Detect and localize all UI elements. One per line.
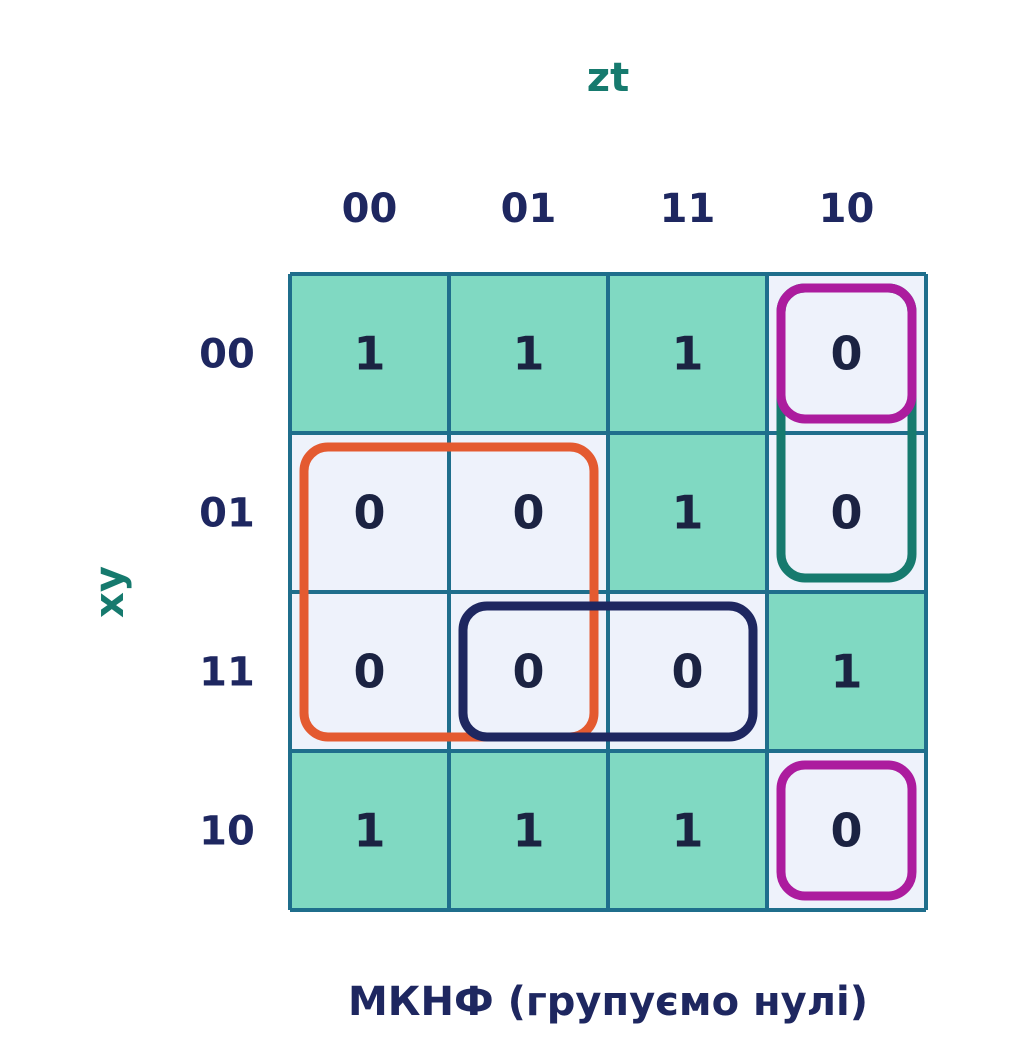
cell-value: 0 [830,804,862,858]
cell-value: 1 [830,645,862,699]
row-label: 00 [199,332,255,378]
kmap-cell-01-10 [767,433,926,592]
kmap-cell-00-10 [767,274,926,433]
row-label: 01 [199,491,255,537]
cell-value: 1 [671,486,703,540]
column-label: 01 [501,186,557,232]
cell-value: 0 [353,645,385,699]
cell-value: 1 [671,327,703,381]
group-outline-2 [458,601,758,742]
kmap-cell-11-10 [767,592,926,751]
column-label: 00 [342,186,398,232]
column-label: 10 [819,186,875,232]
kmap-cell-11-01 [449,592,608,751]
kmap-cell-11-00 [290,592,449,751]
kmap-cell-10-10 [767,751,926,910]
caption: МКНФ (групуємо нулі) [348,979,868,1025]
row-label: 10 [199,809,255,855]
cell-value: 1 [353,804,385,858]
kmap-cell-10-01 [449,751,608,910]
cell-value: 1 [512,327,544,381]
cell-value: 0 [512,645,544,699]
group-outline-1 [299,442,599,742]
column-label: 11 [660,186,716,232]
kmap-cell-01-01 [449,433,608,592]
kmap-cell-00-00 [290,274,449,433]
cell-value: 0 [830,486,862,540]
cell-value: 0 [512,486,544,540]
cell-value: 0 [830,327,862,381]
kmap-cell-01-11 [608,433,767,592]
kmap-cell-00-11 [608,274,767,433]
column-variable-label: zt [587,55,629,101]
group-outline-4 [776,283,917,424]
kmap-cell-11-11 [608,592,767,751]
kmap-cell-10-11 [608,751,767,910]
row-label: 11 [199,650,255,696]
cell-value: 0 [671,645,703,699]
cell-value: 0 [353,486,385,540]
cell-value: 1 [512,804,544,858]
row-variable-label: xy [87,566,133,618]
kmap-cell-01-00 [290,433,449,592]
group-outline-5 [776,760,917,901]
cell-value: 1 [353,327,385,381]
kmap-cell-00-01 [449,274,608,433]
cell-value: 1 [671,804,703,858]
kmap-cell-10-00 [290,751,449,910]
